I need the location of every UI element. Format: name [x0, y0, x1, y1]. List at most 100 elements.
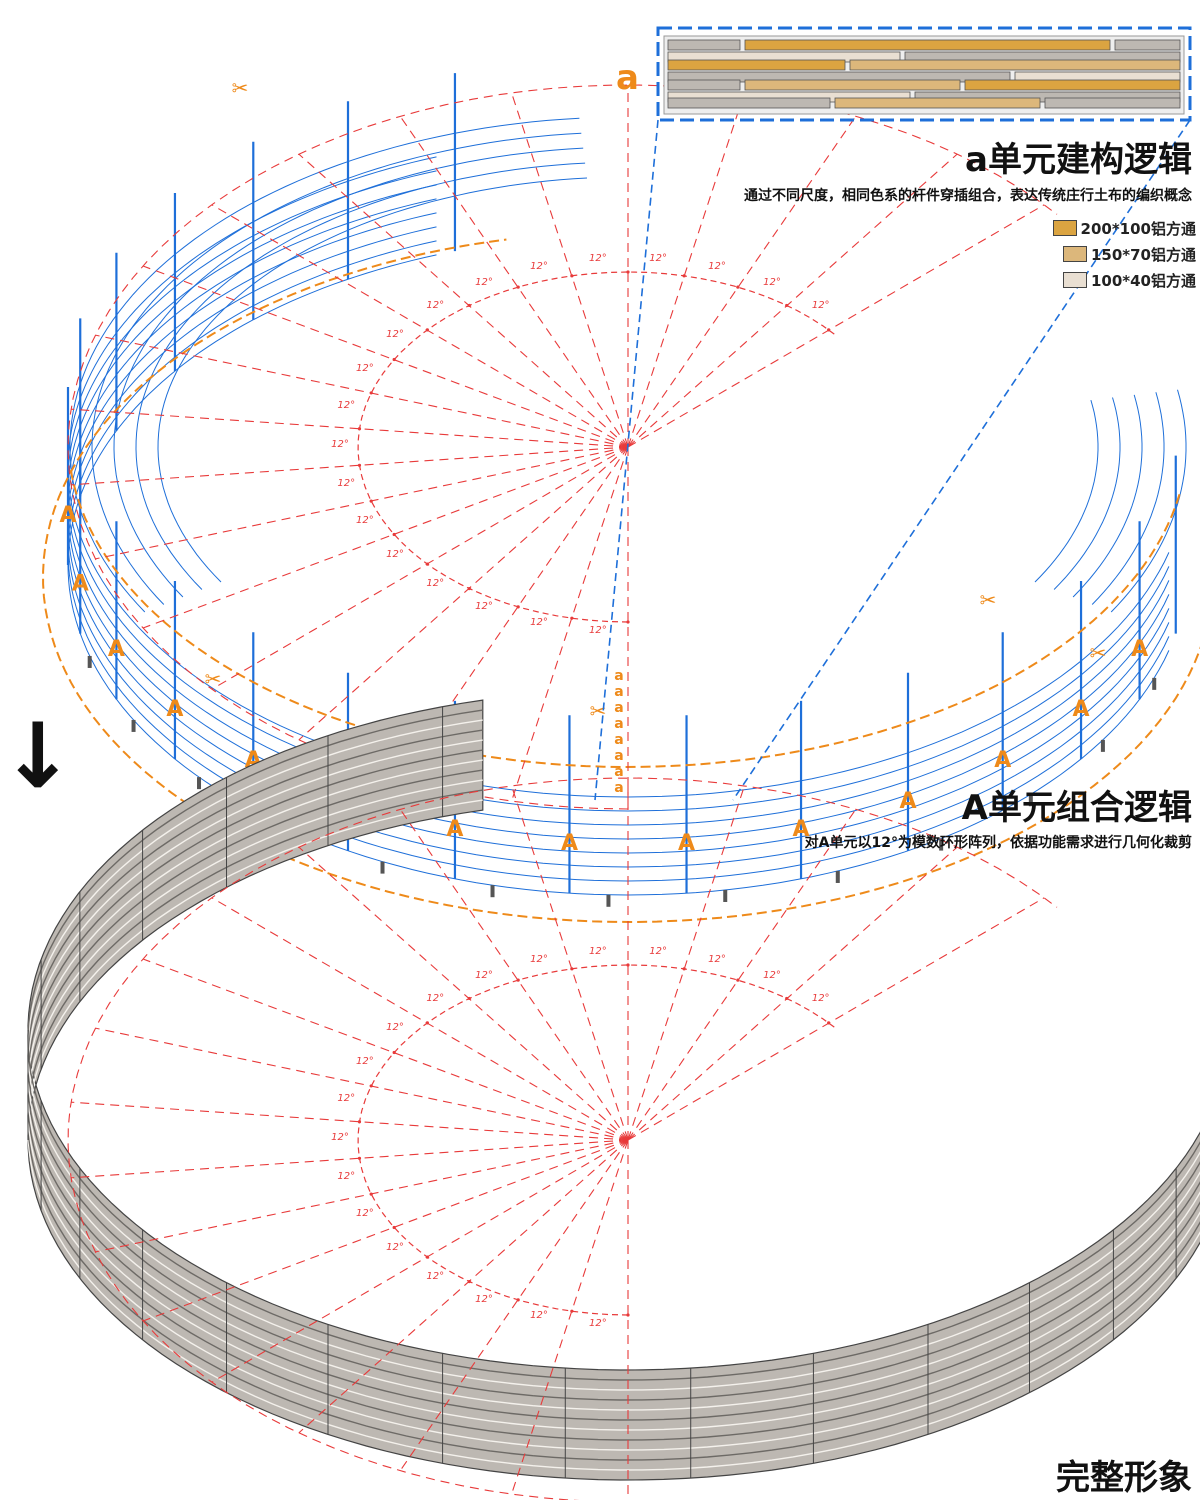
subunit-a-label: a: [614, 748, 623, 764]
unit-A-label: A: [108, 637, 125, 662]
radial-line: [298, 1139, 629, 1434]
top-rail: [113, 147, 584, 598]
radial-line: [511, 785, 629, 1141]
radial-line: [399, 115, 629, 448]
angle-label: 12°: [649, 253, 667, 264]
legend-item-small: 100*40铝方通: [1053, 267, 1196, 293]
radial-line: [298, 153, 629, 448]
angle-label: 12°: [426, 300, 444, 311]
legend-label-large: 200*100铝方通: [1080, 219, 1196, 238]
scissors-icon: ✂: [232, 76, 249, 100]
angle-label: 12°: [475, 1294, 493, 1305]
angle-tick: [516, 605, 520, 609]
radial-line: [627, 115, 857, 448]
support-foot: [939, 838, 944, 851]
unit-A-label: A: [446, 817, 463, 842]
wall-rail: [67, 212, 437, 570]
angle-label: 12°: [589, 946, 607, 957]
angle-tick: [467, 586, 471, 591]
panel-stripe: [27, 719, 1200, 1391]
angle-tick: [570, 967, 574, 971]
subunit-a-label: a: [614, 700, 623, 716]
unit-A-label: A: [72, 572, 89, 597]
top-rail: [1091, 392, 1165, 605]
angle-tick: [516, 1298, 520, 1302]
top-rail: [1053, 397, 1121, 590]
angle-label: 12°: [530, 617, 548, 628]
radial-line: [142, 1139, 629, 1322]
top-rail: [157, 177, 588, 583]
radial-line: [298, 446, 629, 741]
support-foot: [380, 861, 385, 874]
angle-label: 12°: [337, 1171, 355, 1182]
panel-stripe: [27, 769, 1200, 1441]
radial-line: [211, 897, 629, 1141]
angle-tick: [682, 274, 686, 278]
support-foot: [131, 719, 136, 732]
angle-tick: [736, 285, 740, 289]
radial-line: [95, 1027, 629, 1141]
support-foot: [197, 777, 202, 790]
angle-tick: [785, 303, 789, 308]
angle-tick: [357, 1156, 362, 1160]
angle-tick: [626, 963, 630, 967]
support-foot: [835, 870, 840, 883]
panel-stripe: [27, 749, 1200, 1421]
angle-label: 12°: [812, 300, 830, 311]
angle-label: 12°: [386, 329, 404, 340]
angle-arc: [357, 271, 836, 623]
down-arrow-icon: ↓: [0, 704, 76, 809]
unit-A-label: A: [1131, 637, 1148, 662]
legend-item-medium: 150*70铝方通: [1053, 241, 1196, 267]
angle-label: 12°: [708, 954, 726, 965]
angle-label: 12°: [589, 253, 607, 264]
angle-tick: [570, 1309, 574, 1313]
legend-swatch-large: [1052, 220, 1077, 236]
angle-label: 12°: [356, 1056, 374, 1067]
angle-tick: [570, 616, 574, 620]
legend-swatch-medium: [1062, 246, 1087, 262]
angle-tick: [626, 620, 630, 624]
angle-tick: [467, 1279, 471, 1284]
angle-label: 12°: [356, 363, 374, 374]
angle-label: 12°: [708, 261, 726, 272]
section-a-description: 通过不同尺度，相同色系的杆件穿插组合，表达传统庄行土布的编织概念: [744, 188, 1192, 204]
angle-label: 12°: [530, 261, 548, 272]
support-foot: [490, 885, 495, 898]
radial-line: [71, 1101, 629, 1141]
angle-label: 12°: [331, 1132, 349, 1143]
panel-stripe: [27, 779, 1200, 1451]
angle-label: 12°: [356, 1208, 374, 1219]
solid-ring-bottom: [27, 699, 1200, 1481]
angle-label: 12°: [337, 1093, 355, 1104]
legend-swatch-small: [1062, 272, 1087, 288]
angle-arc: [357, 964, 836, 1316]
section-full-title: 完整形象: [1056, 1458, 1192, 1498]
angle-tick: [369, 499, 373, 503]
section-A-description: 对A单元以12°为模数环形阵列，依据功能需求进行几何化裁剪: [804, 835, 1192, 851]
angle-tick: [357, 1120, 362, 1124]
scissors-icon: ✂: [980, 588, 997, 612]
wall-rail: [72, 526, 1170, 812]
angle-tick: [516, 978, 520, 982]
radial-line: [627, 92, 745, 448]
angle-label: 12°: [386, 1022, 404, 1033]
radial-line: [95, 446, 629, 560]
ring-wall: [27, 699, 1200, 1481]
angle-tick: [369, 391, 373, 395]
radial-line: [71, 408, 629, 448]
radial-line: [71, 1139, 629, 1179]
unit-A-label: A: [561, 831, 578, 856]
angle-tick: [425, 562, 429, 566]
radial-line: [627, 808, 857, 1141]
unit-A-label: A: [678, 831, 695, 856]
panel-stripe: [27, 799, 1200, 1471]
wall-rail: [67, 226, 437, 584]
section-A-title: A单元组合逻辑: [961, 788, 1192, 828]
aluminum-bar: [1114, 39, 1181, 51]
angle-label: 12°: [356, 515, 374, 526]
angle-label: 12°: [812, 993, 830, 1004]
angle-label: 12°: [763, 970, 781, 981]
angle-tick: [827, 328, 831, 332]
unit-a-marker: a: [616, 58, 639, 98]
